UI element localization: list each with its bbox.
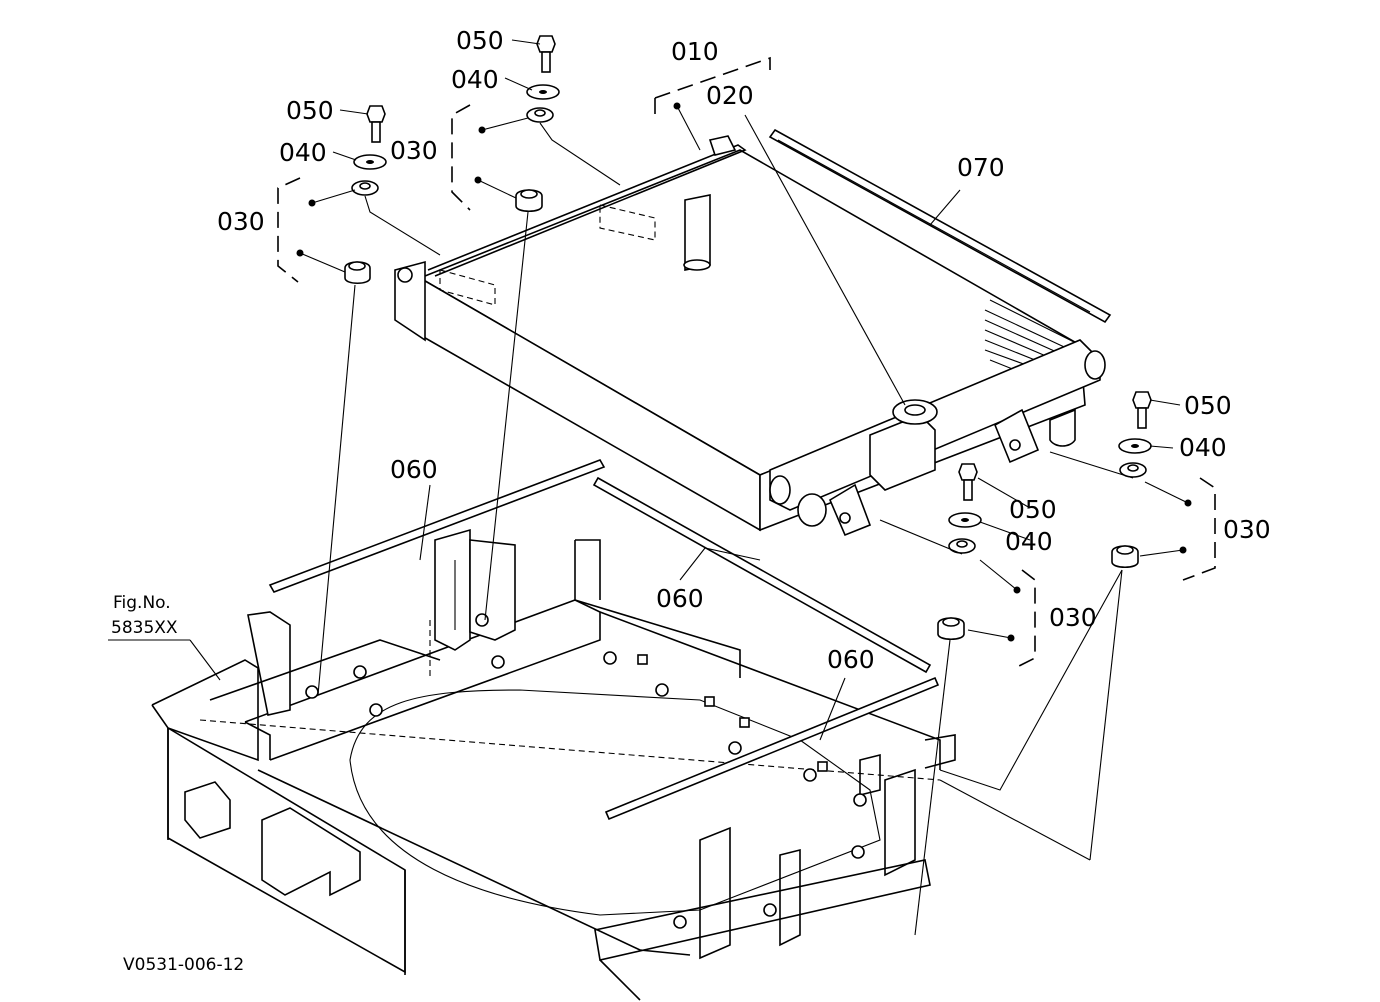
callout-040: 040 bbox=[451, 65, 499, 94]
callout-labels: 050 040 050 040 030 030 010 020 070 050 … bbox=[217, 26, 1271, 674]
callout-040: 040 bbox=[1005, 527, 1053, 556]
mount-hardware-set-1 bbox=[344, 105, 387, 285]
callout-060: 060 bbox=[656, 584, 704, 613]
callout-030: 030 bbox=[1049, 603, 1097, 632]
group-brackets bbox=[277, 56, 1216, 669]
callout-040: 040 bbox=[279, 138, 327, 167]
figure-ref-number: 5835XX bbox=[111, 618, 178, 638]
callout-050: 050 bbox=[1184, 391, 1232, 420]
radiator-assembly bbox=[394, 135, 1106, 537]
leader-lines bbox=[108, 39, 1189, 936]
mount-hardware-set-2 bbox=[515, 35, 560, 213]
callout-050: 050 bbox=[1009, 495, 1057, 524]
callout-030: 030 bbox=[390, 136, 438, 165]
reference-dots bbox=[296, 102, 1192, 642]
figure-reference: Fig.No. 5835XX bbox=[111, 593, 178, 638]
callout-020: 020 bbox=[706, 81, 754, 110]
callout-060: 060 bbox=[827, 645, 875, 674]
frame-assembly bbox=[151, 528, 956, 1001]
callout-060: 060 bbox=[390, 455, 438, 484]
callout-070: 070 bbox=[957, 153, 1005, 182]
drawing-code: V0531-006-12 bbox=[123, 955, 244, 975]
callout-040: 040 bbox=[1179, 433, 1227, 462]
top-seal-070 bbox=[768, 128, 1112, 324]
callout-010: 010 bbox=[671, 37, 719, 66]
seal-strip-060-middle bbox=[592, 476, 932, 674]
callout-030: 030 bbox=[1223, 515, 1271, 544]
seal-strip-060-right bbox=[604, 676, 940, 821]
callout-050: 050 bbox=[456, 26, 504, 55]
frame-nuts bbox=[305, 613, 867, 929]
figure-ref-label: Fig.No. bbox=[113, 593, 171, 613]
callout-050: 050 bbox=[286, 96, 334, 125]
seal-strip-060-left bbox=[268, 459, 606, 593]
mount-hardware-set-4 bbox=[937, 463, 982, 641]
callout-030: 030 bbox=[217, 207, 265, 236]
mount-hardware-set-3 bbox=[1111, 391, 1152, 569]
